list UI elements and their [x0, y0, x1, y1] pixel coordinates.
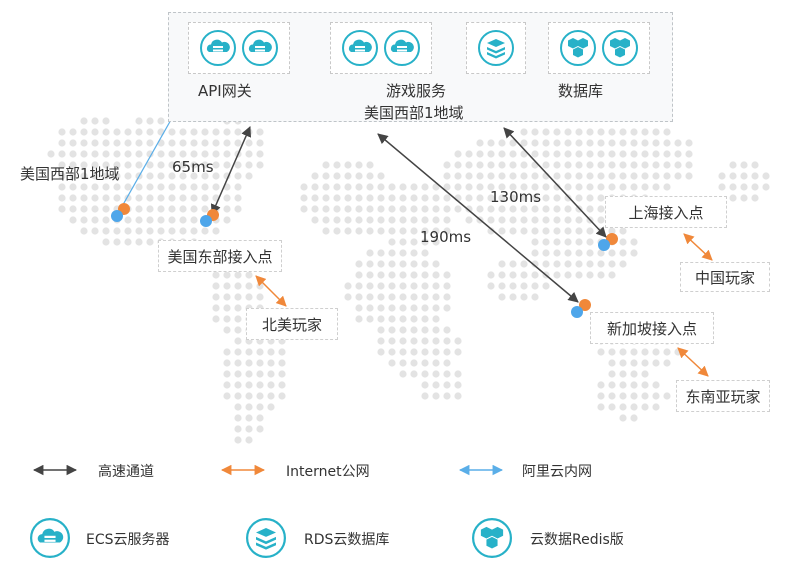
ecs-icon [200, 30, 236, 66]
legend-rds-icon [246, 518, 286, 558]
china-players-label: 中国玩家 [680, 262, 770, 292]
game-service-label: 游戏服务 [386, 82, 447, 100]
redis-icon [560, 30, 596, 66]
legend-rds-label: RDS云数据库 [304, 532, 390, 548]
region-label: 美国西部1地域 [364, 104, 464, 122]
legend-express-line [32, 464, 78, 476]
legend-ecs-label: ECS云服务器 [86, 532, 170, 548]
express-line-us-east [210, 126, 252, 215]
legend-internet-line [220, 464, 266, 476]
latency-us-east: 65ms [172, 158, 214, 176]
node-us-west-blue [111, 210, 123, 222]
ecs-icon [242, 30, 278, 66]
database-label: 数据库 [558, 82, 604, 100]
rds-icon [478, 30, 514, 66]
ecs-icon [384, 30, 420, 66]
internet-line-north-america [255, 275, 287, 307]
latency-shanghai: 130ms [490, 188, 542, 206]
legend-redis-label: 云数据Redis版 [530, 532, 624, 548]
legend-internet-label: Internet公网 [286, 464, 370, 480]
legend-intranet-label: 阿里云内网 [522, 464, 592, 480]
redis-icon [602, 30, 638, 66]
north-america-players-label: 北美玩家 [246, 308, 338, 340]
legend-intranet-line [458, 464, 504, 476]
shanghai-access-label: 上海接入点 [605, 196, 727, 228]
node-shanghai-blue [598, 239, 610, 251]
sea-players-label: 东南亚玩家 [676, 380, 770, 412]
rds-box [466, 22, 526, 74]
ecs-icon [342, 30, 378, 66]
map-dots [47, 117, 770, 444]
game-service-box [330, 22, 432, 74]
us-west-region-label: 美国西部1地域 [20, 165, 120, 183]
express-line-singapore [377, 133, 579, 303]
internet-line-china [683, 233, 713, 261]
legend-redis-icon [472, 518, 512, 558]
latency-singapore: 190ms [420, 228, 472, 246]
api-gateway-label: API网关 [198, 82, 252, 100]
intranet-line-us-west [119, 117, 173, 211]
internet-line-sea [677, 347, 709, 377]
node-singapore-blue [571, 306, 583, 318]
legend-express-label: 高速通道 [98, 464, 154, 480]
node-singapore-orange [579, 299, 591, 311]
api-gateway-box [188, 22, 290, 74]
connection-lines [111, 42, 713, 377]
express-line-shanghai [503, 127, 607, 238]
legend-ecs-icon [30, 518, 70, 558]
us-east-access-label: 美国东部接入点 [158, 240, 282, 272]
redis-box [548, 22, 650, 74]
singapore-access-label: 新加坡接入点 [590, 312, 714, 344]
node-us-east-blue [200, 215, 212, 227]
